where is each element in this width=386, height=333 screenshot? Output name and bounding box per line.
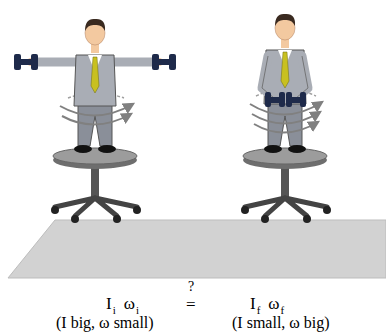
angular-velocity-symbol: ω [268,295,279,313]
moment-of-inertia-symbol: I [250,295,256,313]
spinning-man-arms-in [241,14,331,223]
floor [8,220,386,278]
angular-velocity-symbol: ω [124,295,135,313]
spinning-man-arms-out [14,19,176,223]
condition-note: (I big, ω small) [56,314,154,331]
condition-note: (I small, ω big) [232,314,330,331]
office-chair [241,148,331,223]
moment-of-inertia-symbol: I [106,295,112,313]
office-chair [51,148,141,223]
question-mark: ? [188,279,194,294]
equals-sign: = [186,296,196,314]
